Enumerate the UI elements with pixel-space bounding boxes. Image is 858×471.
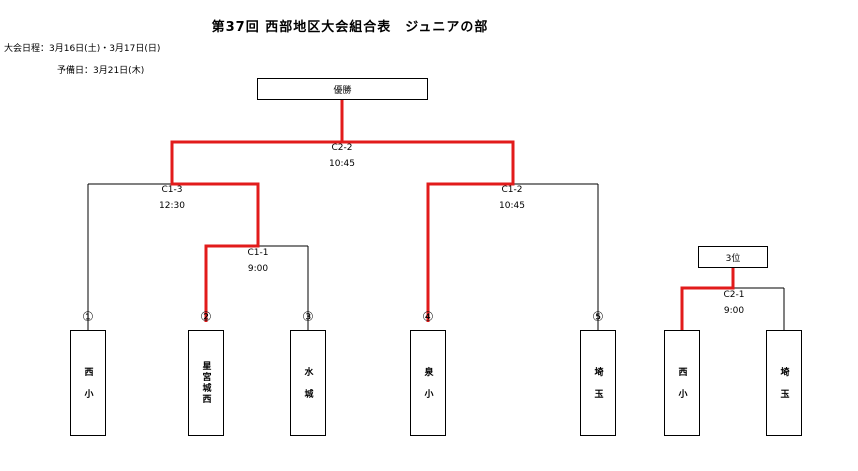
seed-1: ① [82,310,94,325]
reserve-date: 予備日：3月21日(木) [57,66,145,76]
match-c21-code: C2-1 [723,290,745,300]
match-c22-time: 10:45 [329,159,355,169]
team-box-third-2: 埼 玉 [766,330,802,436]
seed-4: ④ [422,310,434,325]
champion-box: 優勝 [257,78,428,100]
seed-3: ③ [302,310,314,325]
team-box-2: 星宮城西 [188,330,224,436]
match-c12-code: C1-2 [501,185,523,195]
winner-path-c22-right [342,140,515,322]
third-place-box: 3位 [698,246,768,268]
team-box-4: 泉 小 [410,330,446,436]
seed-2: ② [200,310,212,325]
tournament-dates: 大会日程：3月16日(土)・3月17日(日) [4,44,161,54]
team-box-5: 埼 玉 [580,330,616,436]
winner-path-final [170,100,344,322]
match-c13-time: 12:30 [159,201,185,211]
match-c12-time: 10:45 [499,201,525,211]
team-box-3: 水 城 [290,330,326,436]
team-box-third-1: 西 小 [664,330,700,436]
match-c11-time: 9:00 [247,264,269,274]
team-box-1: 西 小 [70,330,106,436]
match-c11-code: C1-1 [247,248,269,258]
page-title: 第37回 西部地区大会組合表 ジュニアの部 [211,20,489,35]
seed-5: ⑤ [592,310,604,325]
match-c13-code: C1-3 [161,185,183,195]
winner-path-third [680,268,735,330]
match-c21-time: 9:00 [723,306,745,316]
match-c22-code: C2-2 [331,143,353,153]
